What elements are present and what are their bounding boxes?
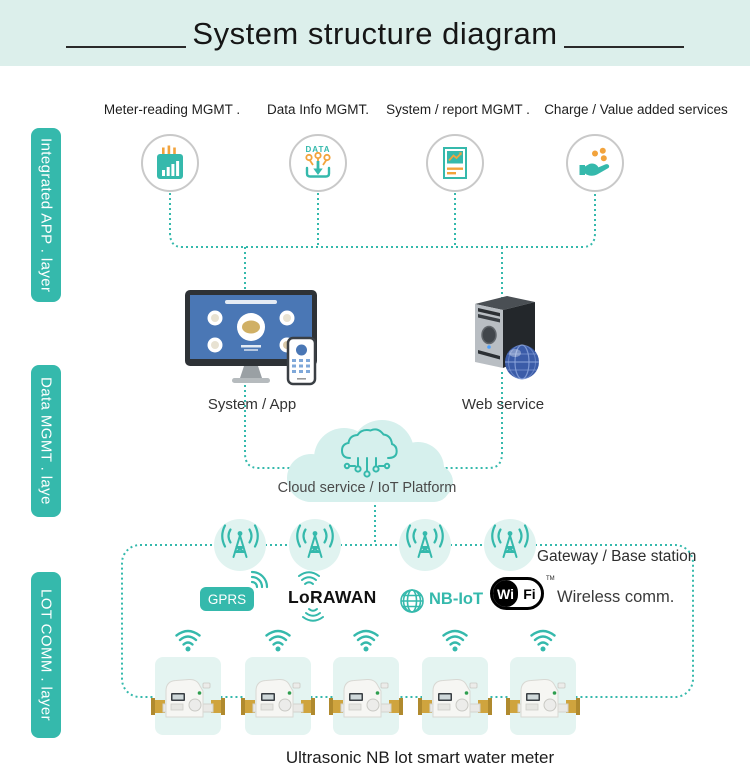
lorawan-arcs-bottom-icon (302, 608, 324, 622)
layer-bar-data-mgmt: Data MGMT . laye (31, 365, 61, 517)
wifi-signal-icon (265, 629, 291, 652)
nbiot-globe-icon (400, 589, 424, 613)
gprs-logo: GPRS (200, 587, 254, 611)
bar-chart-report-icon (157, 145, 183, 179)
antenna-tower-icon (296, 524, 334, 558)
module-circle-system-report (426, 134, 484, 192)
smartphone (286, 336, 317, 386)
page-title: System structure diagram (192, 16, 558, 51)
antenna-tower-icon (406, 524, 444, 558)
nbiot-logo: NB-IoT (429, 590, 484, 608)
title-divider-left (66, 46, 186, 48)
wifi-tm-mark: TM (546, 576, 555, 582)
meters-caption: Ultrasonic NB lot smart water meter (285, 748, 555, 767)
wireless-comm-label: Wireless comm. (557, 588, 675, 606)
gateway-antenna (289, 519, 341, 571)
layer-bar-integrated-app: Integrated APP . layer (31, 128, 61, 302)
layer-bar-label: Data MGMT . laye (37, 377, 55, 505)
wifi-logo: Wi Fi (490, 577, 544, 610)
system-app-label: System / App (207, 396, 297, 413)
module-circle-meter-reading (141, 134, 199, 192)
wifi-signal-icon (530, 629, 556, 652)
ultrasonic-meter-icon (241, 678, 315, 718)
module-circle-charge-services (566, 134, 624, 192)
monitor-stand (240, 366, 262, 378)
wifi-signal-icon (442, 629, 468, 652)
ultrasonic-meter-icon (151, 678, 225, 718)
module-label-charge-services: Charge / Value added services (544, 102, 728, 117)
antenna-tower-icon (221, 524, 259, 558)
report-chart-icon (443, 147, 467, 179)
system-app-device (185, 290, 317, 386)
layer-bar-lot-comm: LOT COMM . layer (31, 572, 61, 738)
web-service-label: Web service (461, 396, 545, 413)
ultrasonic-meter-icon (418, 678, 492, 718)
module-circle-data-info: DATA (289, 134, 347, 192)
ultrasonic-meter-icon (506, 678, 580, 718)
layer-bar-label: LOT COMM . layer (37, 589, 55, 721)
module-label-system-report: System / report MGMT . (386, 102, 530, 117)
wifi-signal-icon (175, 629, 201, 652)
module-label-meter-reading: Meter-reading MGMT . (103, 102, 241, 117)
gateway-antenna (214, 519, 266, 571)
web-service-server (475, 296, 539, 380)
cloud-shape: Cloud service / IoT Platform (278, 420, 457, 502)
wifi-logo-fi: Fi (523, 585, 536, 602)
comm-layer-dotted-frame (121, 544, 694, 698)
wifi-signal-icon (353, 629, 379, 652)
hand-coins-icon (579, 147, 610, 176)
gateway-label: Gateway / Base station (537, 548, 697, 565)
cloud-label: Cloud service / IoT Platform (278, 480, 457, 496)
gateway-antenna (484, 519, 536, 571)
antenna-tower-icon (491, 524, 529, 558)
module-label-data-info: Data Info MGMT. (266, 102, 370, 117)
cloud-platform: Cloud service / IoT Platform (266, 410, 466, 515)
gprs-text: GPRS (207, 591, 247, 607)
data-funnel-icon: DATA (305, 145, 331, 178)
globe-icon (505, 344, 539, 380)
lorawan-arcs-top-icon (298, 571, 320, 585)
layer-bar-label: Integrated APP . layer (37, 137, 55, 293)
gateway-antenna (399, 519, 451, 571)
ultrasonic-meter-icon (329, 678, 403, 718)
gprs-signal-icon (250, 570, 269, 589)
title-divider-right (564, 46, 684, 48)
wifi-logo-wi: Wi (493, 580, 518, 607)
iot-cloud-circuit-icon (340, 428, 398, 478)
header-band: System structure diagram (0, 0, 750, 66)
lorawan-logo: LoRAWAN (288, 587, 377, 607)
data-icon-text: DATA (305, 145, 330, 154)
